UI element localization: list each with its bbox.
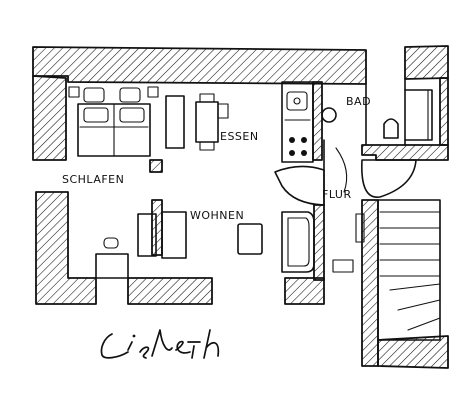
room-label-schlafen: SCHLAFEN bbox=[62, 173, 124, 186]
wall-bottom-left bbox=[127, 277, 213, 305]
wall-top bbox=[32, 46, 367, 85]
kitchen bbox=[281, 81, 314, 163]
wall-partition-schlafen bbox=[149, 159, 163, 173]
armchair-left bbox=[137, 213, 157, 257]
stove-burners bbox=[289, 137, 307, 156]
wall-kitchen-right bbox=[312, 81, 323, 161]
bathroom bbox=[321, 78, 433, 146]
dining-table bbox=[195, 101, 219, 143]
artist-signature bbox=[100, 329, 220, 359]
wall-top-right bbox=[404, 45, 449, 80]
kitchen-sink bbox=[286, 91, 308, 111]
dining-furniture bbox=[165, 93, 229, 151]
bedroom-furniture bbox=[68, 86, 159, 157]
sofa bbox=[281, 211, 315, 273]
wall-bottom-mid bbox=[284, 277, 325, 305]
nightstand-left bbox=[83, 87, 105, 103]
stool bbox=[103, 237, 119, 249]
room-label-flur: FLUR bbox=[322, 188, 352, 201]
flur-area bbox=[274, 139, 417, 273]
room-label-essen: ESSEN bbox=[220, 130, 259, 143]
door-swing-left bbox=[274, 165, 325, 206]
nightstand-right bbox=[119, 87, 141, 103]
armchair bbox=[237, 223, 263, 255]
room-label-wohnen: WOHNEN bbox=[190, 209, 244, 222]
room-label-bad: BAD bbox=[346, 95, 371, 108]
toilet bbox=[383, 118, 399, 139]
lamp-left bbox=[68, 86, 80, 98]
wall-left-lower bbox=[35, 191, 97, 305]
washbasin bbox=[321, 107, 337, 123]
coat-rack bbox=[355, 213, 365, 243]
living-furniture bbox=[95, 211, 315, 279]
shower bbox=[404, 89, 433, 141]
kitchen-counter bbox=[281, 81, 314, 163]
shoe-cabinet bbox=[332, 259, 354, 273]
chair-bottom bbox=[199, 141, 215, 151]
wall-bath-bottom bbox=[361, 144, 449, 161]
wall-flur-right bbox=[313, 204, 325, 281]
wall-right bbox=[439, 77, 449, 146]
sideboard bbox=[165, 95, 185, 149]
side-table bbox=[95, 253, 129, 279]
bed-pillow-left bbox=[83, 107, 109, 123]
lamp-right bbox=[147, 86, 159, 98]
chair-top bbox=[199, 93, 215, 103]
wall-left-upper bbox=[32, 75, 67, 161]
walls bbox=[32, 45, 449, 369]
staircase bbox=[377, 199, 441, 341]
coffee-table bbox=[161, 211, 187, 259]
wall-partition-wohnen bbox=[151, 199, 163, 256]
bed-pillow-right bbox=[119, 107, 145, 123]
chair-right bbox=[217, 103, 229, 119]
door-swing-right bbox=[361, 159, 417, 198]
wall-stair-bottom bbox=[377, 335, 449, 369]
